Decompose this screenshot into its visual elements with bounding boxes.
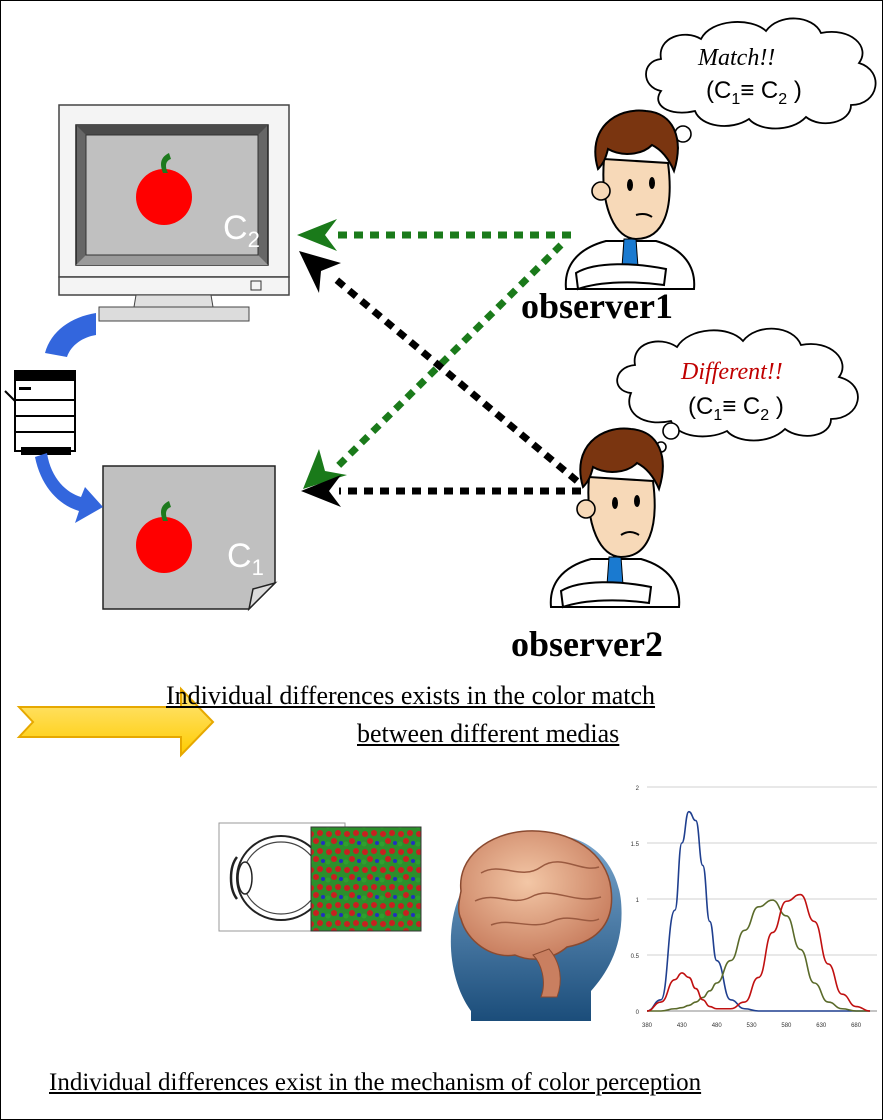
y-tick-label: 0.5 bbox=[631, 954, 640, 960]
thought-bubble-different bbox=[616, 327, 859, 453]
x-tick-label: 630 bbox=[816, 1023, 827, 1029]
printer-icon bbox=[4, 370, 76, 455]
caption-media-line1: Individual differences exists in the col… bbox=[166, 681, 656, 710]
y-tick-label: 1 bbox=[636, 898, 640, 904]
print-color-label: C1 bbox=[227, 537, 264, 580]
x-tick-label: 680 bbox=[851, 1023, 862, 1029]
x-tick-label: 430 bbox=[677, 1023, 688, 1029]
x-tick-label: 530 bbox=[747, 1023, 758, 1029]
different-word: Different!! bbox=[681, 359, 783, 385]
monitor-color-label: C2 bbox=[223, 209, 260, 252]
y-tick-label: 1.5 bbox=[631, 842, 640, 848]
arrow-obs1-to-monitor bbox=[297, 219, 571, 251]
match-word: Match!! bbox=[698, 45, 776, 71]
arrow-obs2-to-monitor bbox=[299, 251, 580, 484]
cone-sensitivity-chart: 0 0.5 1 1.5 2 380 430 480 530 580 630 680 bbox=[625, 777, 881, 1037]
blue-flow-arrows bbox=[35, 313, 103, 523]
arrow-obs1-to-print bbox=[303, 242, 564, 489]
observer1-figure bbox=[564, 109, 696, 291]
brain-image bbox=[433, 809, 625, 1033]
chart-background bbox=[625, 777, 881, 1037]
retina-cone-mosaic bbox=[310, 826, 422, 932]
x-tick-label: 380 bbox=[642, 1023, 653, 1029]
x-tick-label: 580 bbox=[781, 1023, 792, 1029]
caption-media-line2: between different medias bbox=[357, 719, 620, 748]
caption-perception: Individual differences exist in the mech… bbox=[49, 1069, 702, 1096]
match-equation: (C1≡ C2 ) bbox=[706, 77, 802, 108]
monitor bbox=[58, 104, 290, 322]
series-line-3 bbox=[646, 893, 871, 1012]
yellow-light-arrow bbox=[16, 686, 215, 758]
different-equation: (C1≡ C2 ) bbox=[688, 393, 784, 424]
observer1-label: observer1 bbox=[521, 286, 673, 326]
apple-monitor bbox=[136, 169, 192, 225]
printed-paper bbox=[102, 465, 278, 612]
apple-print bbox=[136, 517, 192, 573]
series-line-2 bbox=[647, 899, 871, 1012]
observer2-figure bbox=[549, 427, 681, 609]
y-tick-label: 2 bbox=[636, 786, 640, 792]
y-tick-label: 0 bbox=[636, 1010, 640, 1016]
arrow-obs2-to-print bbox=[301, 475, 581, 507]
x-tick-label: 480 bbox=[712, 1023, 723, 1029]
observer2-label: observer2 bbox=[511, 624, 663, 664]
series-line-1 bbox=[646, 810, 871, 1012]
